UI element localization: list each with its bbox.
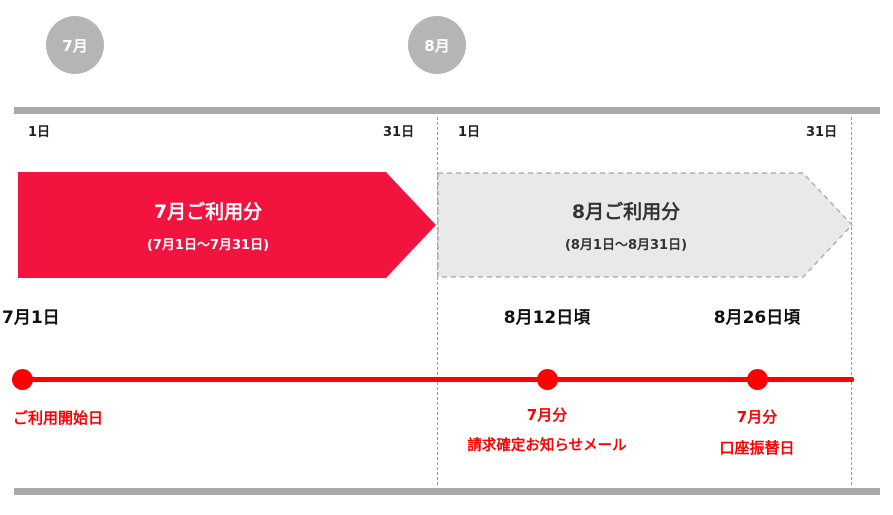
event-date-invoice: 8月12日頃 xyxy=(503,308,591,328)
top-axis-bar xyxy=(14,107,880,114)
timeline-dot-debit xyxy=(747,369,768,390)
event-date-debit: 8月26日頃 xyxy=(713,308,801,328)
event-label-debit-day: 口座振替日 xyxy=(719,439,795,457)
timeline-dot-start xyxy=(12,369,33,390)
banner-text-block: 8月ご利用分 (8月1日～8月31日) xyxy=(437,172,815,278)
timeline-line xyxy=(14,377,854,382)
bottom-axis-bar xyxy=(14,488,880,495)
banner-subtitle: (7月1日～7月31日) xyxy=(146,238,270,253)
august-usage-banner: 8月ご利用分 (8月1日～8月31日) xyxy=(437,172,853,278)
event-label-debit-month: 7月分 xyxy=(736,408,778,426)
event-label-invoice-mail: 請求確定お知らせメール xyxy=(467,438,627,454)
axis-day-label: 1日 xyxy=(28,125,51,140)
axis-day-label: 31日 xyxy=(383,125,415,140)
arrow-right-shape xyxy=(437,172,853,278)
month-divider-line xyxy=(437,117,438,485)
month-circle-august: 8月 xyxy=(408,16,466,74)
axis-day-label: 31日 xyxy=(806,125,838,140)
july-usage-banner: 7月ご利用分 (7月1日～7月31日) xyxy=(18,172,436,278)
banner-subtitle: (8月1日～8月31日) xyxy=(564,238,688,253)
month-circle-july: 7月 xyxy=(46,16,104,74)
event-label-invoice-month: 7月分 xyxy=(526,406,568,424)
event-label-start: ご利用開始日 xyxy=(13,409,104,427)
month-divider-line xyxy=(851,117,852,485)
month-label-august: 8月 xyxy=(424,36,450,55)
month-label-july: 7月 xyxy=(62,36,88,55)
banner-text-block: 7月ご利用分 (7月1日～7月31日) xyxy=(18,172,398,278)
event-date-start: 7月1日 xyxy=(2,308,60,328)
arrow-right-shape xyxy=(18,172,436,278)
timeline-dot-invoice xyxy=(537,369,558,390)
axis-day-label: 1日 xyxy=(458,125,481,140)
banner-title: 7月ご利用分 xyxy=(153,201,263,223)
banner-title: 8月ご利用分 xyxy=(571,201,681,223)
